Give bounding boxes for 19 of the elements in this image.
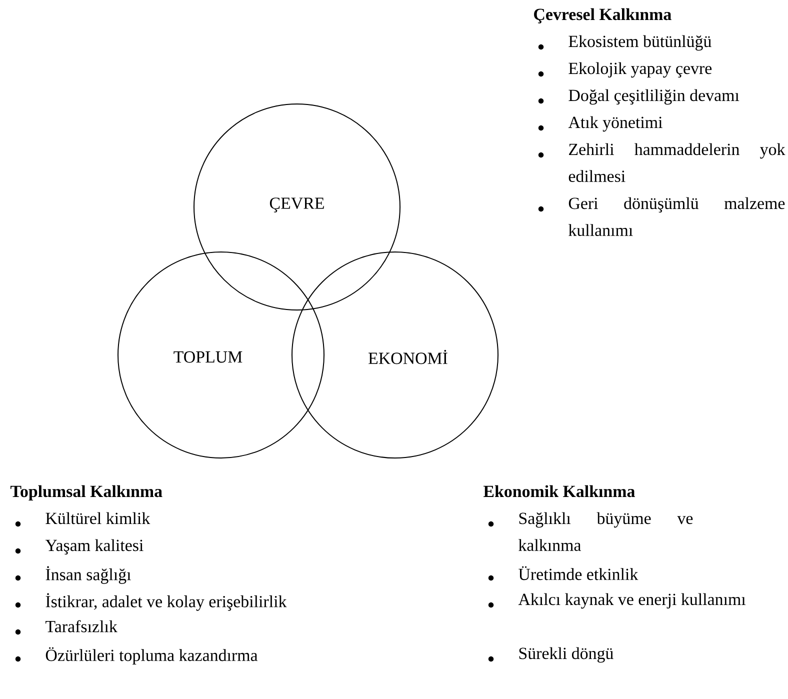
list-item: Üretimde etkinlik bbox=[518, 566, 638, 580]
list-item: Zehirli hammaddelerin yok edilmesi bbox=[568, 143, 786, 182]
list-item: Ekosistem bütünlüğü bbox=[568, 35, 712, 51]
list-item: Doğal çeşitliliğin devamı bbox=[568, 89, 740, 105]
list-item: Yaşam kalitesi bbox=[45, 539, 144, 555]
heading: Ekonomik Kalkınma bbox=[484, 485, 635, 498]
list-item: Geri dönüşümlü malzeme kullanımı bbox=[568, 197, 785, 236]
list-item: Atık yönetimi bbox=[568, 116, 662, 132]
list-item: Akılcı kaynak ve enerji kullanımı bbox=[518, 593, 746, 609]
list-item: Sürekli döngü bbox=[519, 647, 614, 663]
list-item: İnsan sağlığı bbox=[46, 566, 131, 584]
list-item: Tarafsızlık bbox=[46, 620, 118, 632]
heading: Çevresel Kalkınma bbox=[534, 8, 672, 24]
list-item: Kültürel kimlik bbox=[46, 512, 150, 524]
list-item: İstikrar, adalet ve kolay erişebilirlik bbox=[46, 593, 287, 611]
list-item: Özürlüleri topluma kazandırma bbox=[46, 647, 258, 665]
list-item: Ekolojik yapay çevre bbox=[568, 62, 712, 78]
heading: Toplumsal Kalkınma bbox=[10, 485, 162, 501]
list-item: Sağlıklı büyüme ve kalkınma bbox=[518, 512, 693, 552]
